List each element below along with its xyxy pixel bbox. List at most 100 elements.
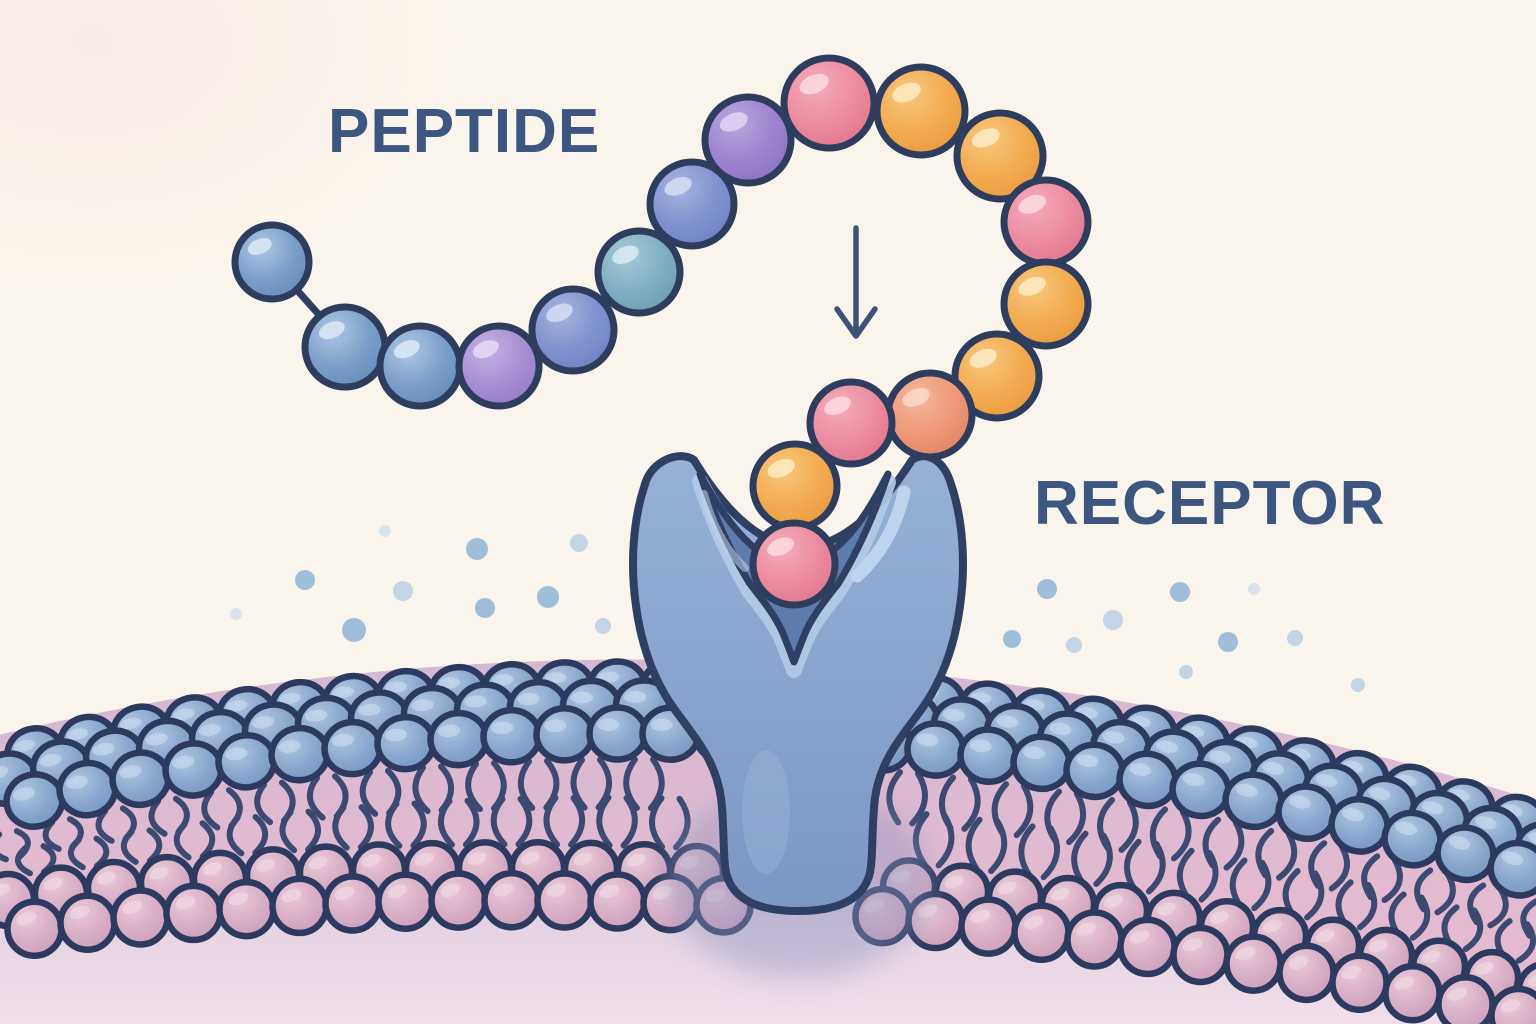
peptide-label: PEPTIDE — [328, 97, 601, 166]
receptor-label: RECEPTOR — [1034, 469, 1386, 538]
peptide-bead-lavender — [455, 322, 543, 410]
lipid-head-pink — [428, 870, 489, 931]
lipid-head-blue — [533, 705, 596, 764]
floating-molecule-dot — [230, 608, 242, 620]
lipid-head-blue — [56, 759, 119, 819]
arrow-head-icon — [834, 306, 878, 339]
lipid-head-pink — [1276, 942, 1337, 1004]
lipid-head-pink — [1329, 952, 1390, 1014]
lipid-tail-pair — [1149, 806, 1192, 862]
peptide-bead-pink — [806, 378, 896, 468]
peptide-bead-pink — [1000, 176, 1092, 268]
lipid-tail-pair — [543, 794, 586, 848]
lipid-head-blue — [374, 713, 437, 773]
lipid-tail-pair — [1520, 898, 1536, 939]
lipid-head-pink — [1011, 902, 1072, 963]
lipid-tail-pair — [490, 796, 533, 848]
lipid-tail-pair — [1202, 816, 1245, 871]
lipid-tail-pair — [173, 820, 216, 861]
lipid-head-pink — [1117, 916, 1178, 978]
floating-molecule-dot — [1218, 632, 1238, 652]
floating-molecule-dot — [1003, 630, 1021, 648]
peptide-bead-periwinkle — [646, 158, 738, 250]
pocket-rim-highlight — [700, 490, 749, 572]
lipid-head-blue — [1381, 809, 1444, 869]
lipid-tail-pair — [623, 756, 665, 812]
lipid-head-pink — [1382, 963, 1443, 1024]
lipid-head-pink — [534, 870, 595, 931]
floating-molecule-dot — [537, 586, 559, 608]
lipid-head-blue — [957, 726, 1020, 785]
lipid-head-pink — [322, 873, 383, 934]
lipid-head-pink — [958, 896, 1019, 957]
peptide-bead-blue — [301, 303, 389, 391]
lipid-head-pink — [1488, 985, 1536, 1024]
peptide-chain — [231, 54, 1092, 609]
peptide-bead-orange — [1000, 258, 1092, 350]
floating-molecule-dot — [466, 538, 488, 560]
floating-molecule-dot — [295, 570, 315, 590]
lipid-head-pink — [1064, 909, 1125, 970]
peptide-bead-blue — [231, 221, 313, 303]
lipid-tails — [0, 756, 1536, 964]
lipid-head-blue — [1010, 733, 1073, 793]
lipid-head-blue — [1487, 839, 1536, 899]
floating-molecule-dot — [342, 618, 366, 642]
lipid-head-blue — [586, 704, 649, 763]
peptide-bead-blue — [376, 322, 464, 410]
lipid-tail-pair — [1044, 788, 1087, 846]
floating-molecule-dot — [595, 618, 611, 634]
lipid-head-pink — [269, 875, 330, 937]
lipid-head-pink — [163, 882, 224, 944]
floating-molecule-dot — [1287, 630, 1303, 646]
receptor-body — [629, 452, 967, 915]
lipid-tail-pair — [1255, 827, 1298, 881]
floating-molecule-dot — [570, 534, 588, 552]
peptide-bead-pink — [780, 54, 878, 152]
lipid-tail-pair — [332, 804, 374, 851]
floating-molecule-dot — [1066, 637, 1082, 653]
lipid-head-blue — [427, 709, 490, 769]
floating-molecule-dot — [1248, 583, 1260, 595]
lipid-head-pink — [375, 871, 436, 932]
lipid-head-blue — [480, 706, 543, 766]
lipid-head-pink — [1170, 924, 1231, 986]
peptide-bead-salmon — [884, 369, 976, 461]
lipid-head-pink — [1435, 974, 1496, 1024]
floating-molecule-dot — [379, 525, 391, 537]
lipid-tail-pair — [1097, 797, 1139, 853]
floating-molecule-dot — [1351, 678, 1365, 692]
lipid-tail-pair — [939, 774, 981, 832]
floating-molecule-dots — [230, 525, 1365, 692]
lipid-tail-pair — [437, 797, 480, 848]
peptide-bead-periwinkle — [528, 285, 618, 375]
lipid-head-blue — [215, 732, 278, 791]
peptide-bead-orange — [749, 440, 841, 532]
lipid-head-pink — [110, 887, 171, 948]
peptide-bead-pink — [749, 519, 839, 609]
lipid-head-pink — [587, 871, 648, 932]
binding-direction-arrow — [834, 225, 878, 339]
lipid-tail-pair — [1308, 840, 1350, 892]
lipid-head-blue — [268, 724, 331, 784]
peptide-bead-purple — [701, 93, 795, 187]
peptide-bead-orange — [873, 63, 969, 159]
lipid-tail-pair — [226, 813, 269, 857]
lipid-head-pink — [4, 898, 65, 959]
lipid-tail-pair — [279, 808, 322, 854]
lipid-head-pink — [57, 892, 118, 954]
membrane-inner-leaflet — [0, 839, 1536, 1024]
peptide-bead-orange — [953, 109, 1047, 203]
pocket-rim-highlight — [850, 485, 911, 583]
lipid-head-blue — [162, 740, 225, 799]
receptor-stem-highlight — [742, 750, 790, 874]
floating-molecule-dot — [1170, 582, 1190, 602]
lipid-head-blue — [904, 720, 967, 779]
lipid-head-pink — [1223, 933, 1284, 994]
floating-molecule-dot — [475, 598, 495, 618]
floating-molecule-dot — [1037, 579, 1057, 599]
floating-molecule-dot — [393, 581, 413, 601]
lipid-head-blue — [321, 718, 384, 778]
